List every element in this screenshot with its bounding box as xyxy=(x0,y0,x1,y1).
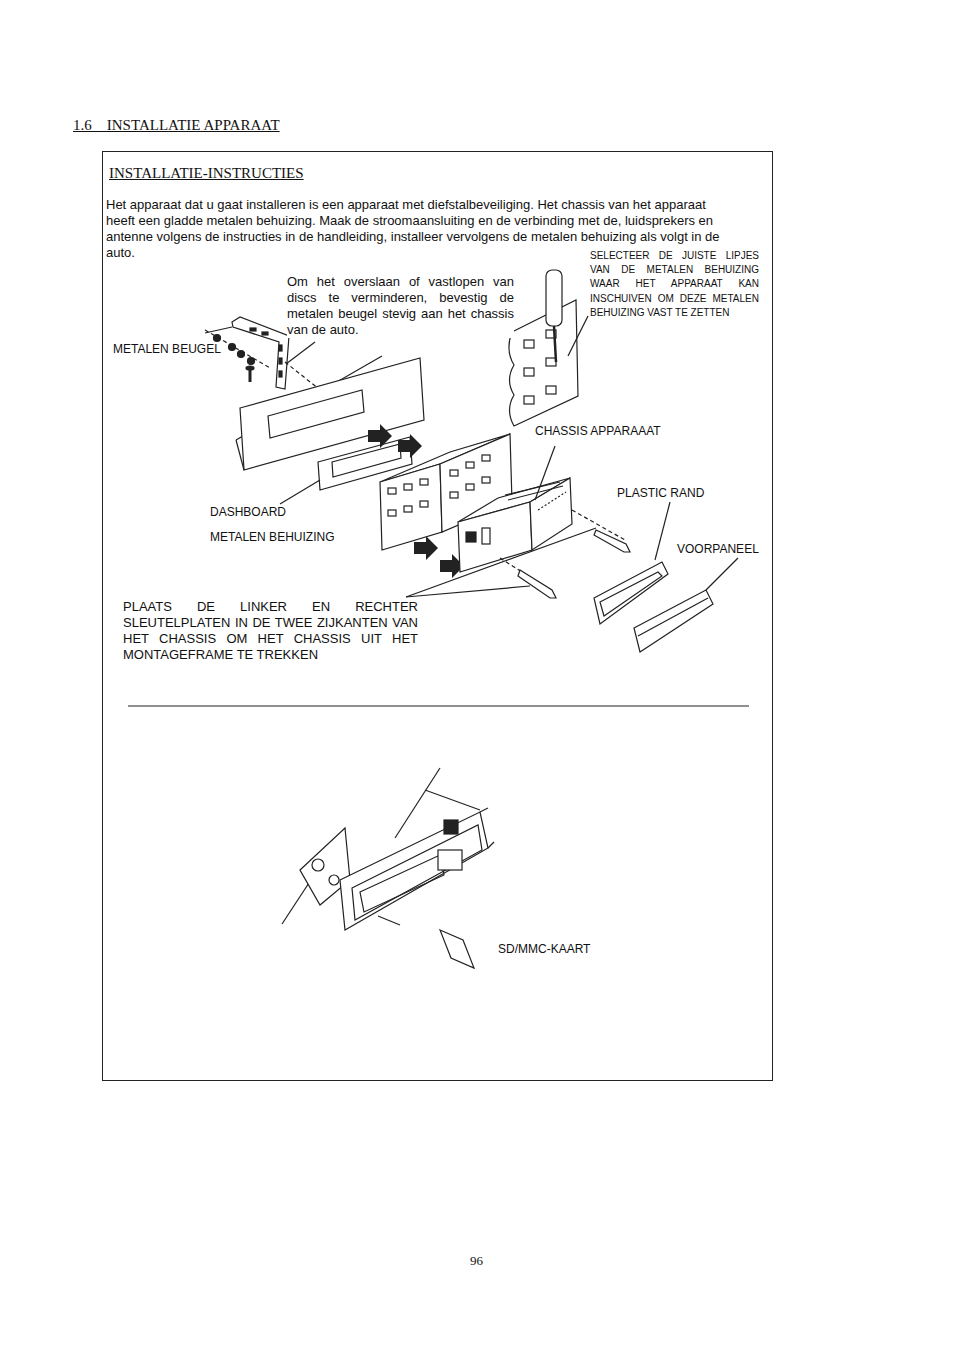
dashboard xyxy=(236,356,424,490)
screwdriver-detail-part xyxy=(524,340,534,348)
screwdriver-detail-part xyxy=(554,326,556,362)
screwdriver-detail-part xyxy=(509,300,578,426)
metal-housing-part xyxy=(482,477,490,483)
part-label: CHASSIS APPARAAAT xyxy=(535,424,661,439)
plastic-rim xyxy=(594,562,668,624)
leader-lines-part xyxy=(205,327,232,333)
sd-card-unit-part xyxy=(444,820,458,834)
metal-housing-part xyxy=(450,470,458,476)
box-heading: INSTALLATIE-INSTRUCTIES xyxy=(109,164,509,183)
metal-housing-part xyxy=(420,501,428,507)
metal-housing-part xyxy=(404,484,412,490)
metal-housing-part xyxy=(420,479,428,485)
unit-chassis-part xyxy=(458,502,532,572)
sd-card-unit-part xyxy=(480,808,488,812)
plastic-rim-part xyxy=(600,572,662,616)
leader-lines-part xyxy=(568,316,588,356)
sd-card-unit-part xyxy=(352,825,482,920)
metal-bracket-part xyxy=(279,371,282,377)
metal-housing-part xyxy=(404,506,412,512)
metal-housing-part xyxy=(380,464,442,550)
callout-note: PLAATS DE LINKER EN RECHTER SLEUTELPLATE… xyxy=(123,599,418,663)
metal-housing-part xyxy=(388,488,396,494)
part-label: SD/MMC-KAART xyxy=(498,942,590,957)
dashboard-part xyxy=(268,390,364,438)
sd-card-unit-part xyxy=(340,812,488,930)
insert-arrows-part xyxy=(368,424,392,448)
key-plates-part xyxy=(594,530,630,552)
sd-card-unit-part xyxy=(440,930,474,968)
screwdriver-detail xyxy=(509,270,578,426)
part-label: VOORPANEEL xyxy=(677,542,759,557)
part-label: METALEN BEUGEL xyxy=(113,342,221,357)
part-label: PLASTIC RAND xyxy=(617,486,704,501)
screwdriver-detail-part xyxy=(524,368,534,376)
front-panel xyxy=(634,590,713,652)
leader-lines-part xyxy=(286,342,315,364)
sd-card-unit-part xyxy=(378,916,400,925)
sd-card-unit-part xyxy=(395,768,440,838)
unit-chassis-part xyxy=(538,492,566,510)
page-number: 96 xyxy=(470,1253,483,1269)
leader-lines-part xyxy=(406,528,596,597)
dashboard-part xyxy=(332,444,401,477)
metal-bracket-part xyxy=(238,351,245,358)
metal-bracket-part xyxy=(279,345,282,351)
sd-card-unit-part xyxy=(312,859,324,871)
metal-bracket-part xyxy=(246,366,254,370)
separator-line-part xyxy=(128,705,749,706)
metal-bracket-part xyxy=(279,358,282,364)
callout-note: SELECTEER DE JUISTE LIPJES VAN DE METALE… xyxy=(590,249,759,320)
front-panel-part xyxy=(638,598,708,636)
metal-bracket-part xyxy=(232,317,289,389)
front-panel-part xyxy=(634,590,713,652)
insert-arrows-part xyxy=(398,434,422,458)
leader-lines-part xyxy=(280,480,320,504)
leader-lines-part xyxy=(406,586,530,597)
sd-card-unit-part xyxy=(438,850,462,870)
section-title: 1.6 INSTALLATIE APPARAAT xyxy=(73,116,280,135)
separator-line xyxy=(128,705,749,706)
leader-lines-part xyxy=(706,558,738,590)
screwdriver-detail-part xyxy=(546,386,556,394)
key-plates xyxy=(500,510,630,598)
unit-chassis-part xyxy=(482,528,490,544)
leader-lines-part xyxy=(655,502,670,560)
part-label: DASHBOARD xyxy=(210,505,286,520)
unit-chassis-part xyxy=(466,532,476,542)
leader-lines-part xyxy=(535,446,555,500)
sd-card-unit xyxy=(282,768,494,968)
screwdriver-detail-part xyxy=(546,358,556,366)
metal-housing-part xyxy=(466,484,474,490)
sd-card-unit-part xyxy=(329,875,339,885)
plastic-rim-part xyxy=(594,562,668,624)
sd-card-unit-part xyxy=(360,855,444,912)
screwdriver-detail-part xyxy=(546,270,562,326)
metal-bracket-part xyxy=(262,332,268,335)
sd-card-unit-part xyxy=(488,842,494,848)
metal-housing-part xyxy=(388,510,396,516)
metal-housing-part xyxy=(450,492,458,498)
sd-card-unit-part xyxy=(425,790,480,810)
metal-bracket-part xyxy=(250,328,256,331)
callout-note: Om het overslaan of vastlopen van discs … xyxy=(287,274,514,338)
metal-housing-part xyxy=(482,455,490,461)
dashboard-part xyxy=(236,440,244,470)
leader-lines xyxy=(205,316,738,597)
key-plates-part xyxy=(518,570,556,598)
part-label: METALEN BEHUIZING xyxy=(210,530,334,545)
screwdriver-detail-part xyxy=(524,396,534,404)
metal-housing-part xyxy=(466,462,474,468)
